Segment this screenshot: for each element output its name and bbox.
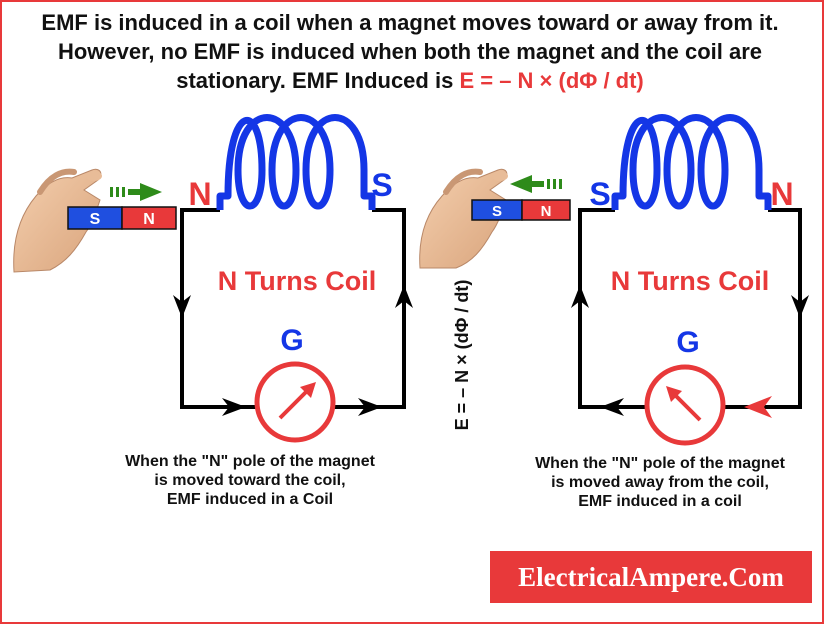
left-motion-arrow	[110, 183, 162, 201]
headline-formula: E = – N × (dΦ / dt)	[459, 68, 644, 93]
left-bar-magnet: S N	[67, 206, 177, 230]
right-needle-arrow	[666, 386, 682, 402]
left-pole-label-s: S	[371, 167, 392, 203]
right-wire-arrow-up	[571, 285, 589, 308]
left-wire-arrow-right-2	[358, 398, 382, 416]
left-galvanometer	[254, 361, 336, 443]
right-wire-arrow-down	[791, 295, 809, 318]
right-pole-label-n: N	[770, 176, 793, 212]
left-wire-arrow-up	[395, 285, 413, 308]
right-magnet-north: N	[541, 203, 552, 220]
right-bar-magnet: S N	[471, 199, 571, 221]
left-caption-line: When the "N" pole of the magnet	[125, 453, 375, 470]
vertical-formula: E = – N × (dΦ / dt)	[452, 280, 472, 431]
left-meter-label: G	[280, 324, 303, 357]
headline-text: EMF is induced in a coil when a magnet m…	[41, 10, 779, 93]
left-magnet-north: N	[143, 211, 155, 228]
left-caption-line: EMF induced in a Coil	[166, 491, 334, 508]
right-circuit: G N Turns Coil S N S N	[419, 114, 809, 446]
right-caption: When the "N" pole of the magnet is moved…	[480, 454, 824, 511]
right-magnet-south: S	[492, 203, 502, 220]
right-caption-line: is moved away from the coil,	[551, 474, 769, 491]
left-pole-label-n: N	[188, 176, 211, 212]
left-needle-arrow	[300, 382, 316, 398]
left-caption: When the "N" pole of the magnet is moved…	[70, 452, 430, 509]
headline: EMF is induced in a coil when a magnet m…	[10, 8, 810, 95]
left-coil-label: N Turns Coil	[218, 266, 377, 296]
right-galvanometer	[644, 364, 726, 446]
right-meter-label: G	[676, 326, 699, 359]
right-wire-arrow-left	[600, 398, 624, 416]
left-hand-illustration	[13, 168, 102, 273]
right-coil	[611, 114, 772, 210]
left-caption-line: is moved toward the coil,	[154, 472, 346, 489]
right-coil-label: N Turns Coil	[611, 266, 770, 296]
right-caption-line: EMF induced in a coil	[578, 493, 742, 510]
left-wire-arrow-down	[173, 295, 191, 318]
right-motion-arrow	[510, 175, 562, 193]
left-circuit: G N Turns Coil N S S N	[13, 114, 413, 443]
right-pole-label-s: S	[589, 176, 610, 212]
left-coil	[216, 114, 376, 210]
left-magnet-south: S	[90, 211, 101, 228]
left-wire-arrow-right-1	[222, 398, 246, 416]
right-caption-line: When the "N" pole of the magnet	[535, 455, 785, 472]
right-hand-illustration	[419, 168, 508, 269]
brand-banner: ElectricalAmpere.Com	[490, 551, 812, 603]
right-wire-arrow-left-red	[744, 396, 772, 418]
